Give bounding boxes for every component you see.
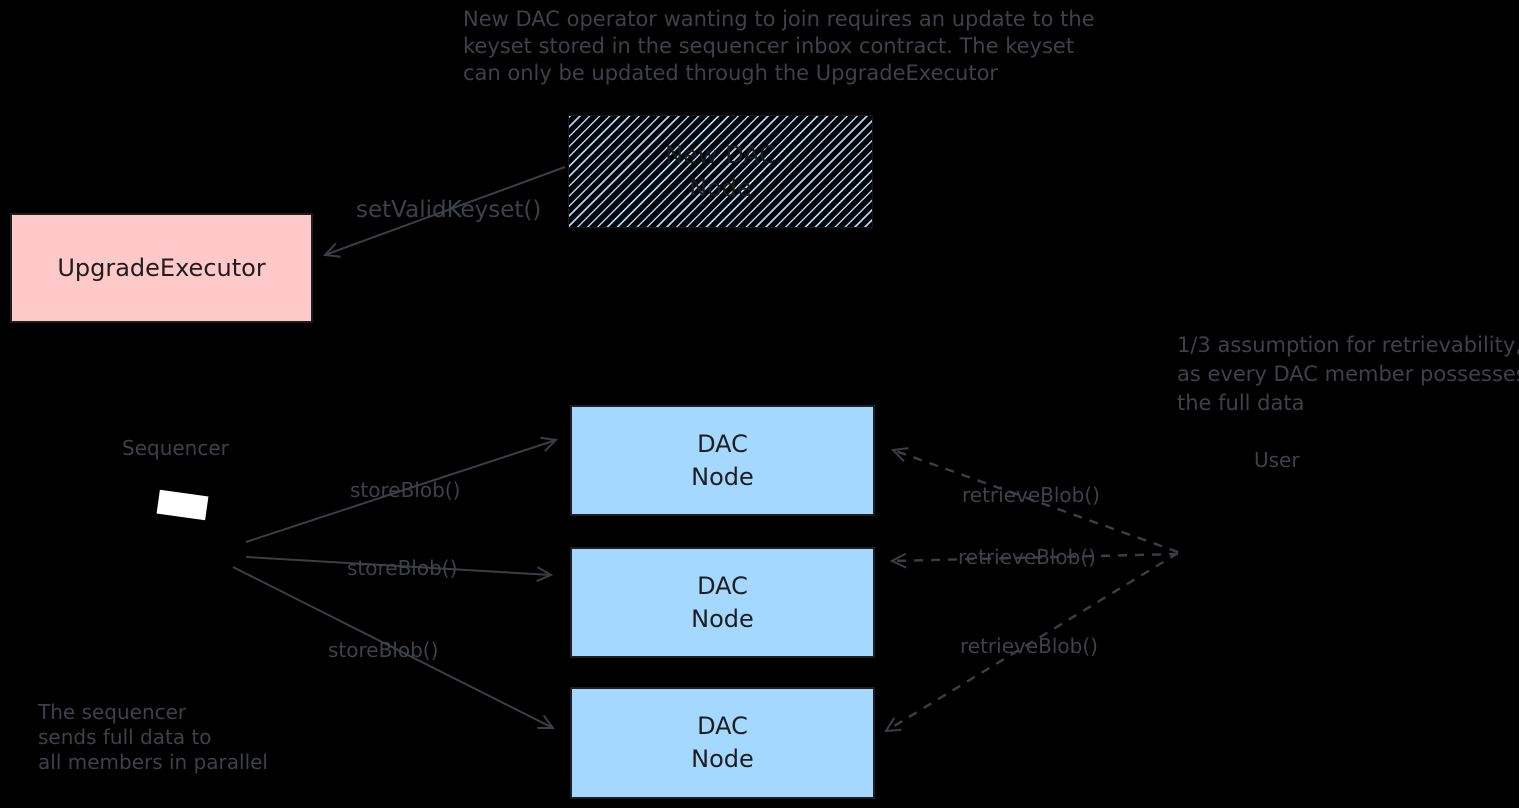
- node-new-dac-label-line2: Node: [689, 173, 752, 202]
- note-retrievability-line3: the full data: [1177, 391, 1305, 415]
- node-dac-3: DAC Node: [570, 687, 875, 799]
- node-new-dac-label-line1: New DAC: [665, 140, 776, 169]
- note-keyset-update: New DAC operator wanting to join require…: [463, 6, 1095, 87]
- node-new-dac: New DAC Node: [568, 115, 873, 228]
- edge-label-retrieve-blob-3: retrieveBlob(): [960, 634, 1098, 658]
- node-dac-3-label-line2: Node: [691, 745, 754, 773]
- arrow-store-blob-1: [245, 436, 559, 543]
- note-retrievability-line2: as every DAC member possesses: [1177, 362, 1519, 386]
- node-dac-1-label-line2: Node: [691, 462, 754, 491]
- edge-label-retrieve-blob-1: retrieveBlob(): [962, 483, 1100, 507]
- note-sequencer-parallel-line2: sends full data to: [38, 725, 212, 749]
- note-sequencer-parallel: The sequencer sends full data to all mem…: [38, 700, 268, 775]
- edge-label-set-valid-keyset: setValidKeyset(): [356, 197, 542, 223]
- edge-label-retrieve-blob-2: retrieveBlob(): [958, 545, 1096, 569]
- arrow-retrieve-blob-2: [889, 552, 1179, 569]
- node-dac-2-label-line1: DAC: [697, 571, 748, 600]
- user-label: User: [1254, 448, 1300, 472]
- edge-label-store-blob-3: storeBlob(): [328, 638, 439, 662]
- note-sequencer-parallel-line1: The sequencer: [38, 700, 187, 724]
- note-keyset-update-line3: can only be updated through the UpgradeE…: [463, 61, 999, 85]
- node-dac-3-label-line1: DAC: [697, 712, 748, 740]
- note-retrievability-line1: 1/3 assumption for retrievability,: [1177, 333, 1519, 357]
- node-dac-1-label-line1: DAC: [697, 429, 748, 458]
- edge-label-store-blob-1: storeBlob(): [350, 478, 461, 502]
- arrow-store-blob-3: [232, 566, 555, 730]
- node-dac-2: DAC Node: [570, 547, 875, 658]
- arrow-retrieve-blob-3: [884, 551, 1179, 733]
- node-upgrade-executor: UpgradeExecutor: [10, 213, 313, 323]
- arrow-store-blob-2: [245, 556, 554, 583]
- note-retrievability-assumption: 1/3 assumption for retrievability, as ev…: [1177, 331, 1519, 418]
- node-dac-1: DAC Node: [570, 405, 875, 516]
- node-upgrade-executor-label: UpgradeExecutor: [57, 253, 266, 282]
- note-keyset-update-line2: keyset stored in the sequencer inbox con…: [463, 34, 1075, 58]
- note-keyset-update-line1: New DAC operator wanting to join require…: [463, 7, 1095, 31]
- sequencer-label: Sequencer: [122, 436, 229, 460]
- arrow-set-valid-keyset: [322, 166, 566, 258]
- node-dac-2-label-line2: Node: [691, 604, 754, 633]
- note-sequencer-parallel-line3: all members in parallel: [38, 750, 268, 774]
- edge-label-store-blob-2: storeBlob(): [347, 556, 458, 580]
